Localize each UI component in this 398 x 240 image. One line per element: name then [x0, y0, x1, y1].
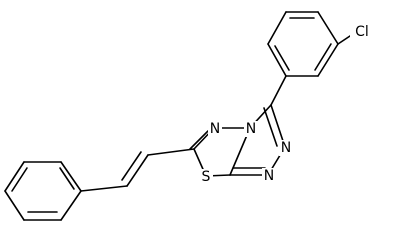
bond-phenyl-3: [4, 190, 25, 221]
molecule-canvas: Cl N N N N S: [4, 11, 374, 221]
bond-phenyl-4: [4, 161, 25, 192]
chlorine-label: Cl: [355, 24, 369, 40]
bond-vinyl-aryl: [80, 185, 128, 192]
bond-thiadiazole-n-mid-c-double: [189, 130, 209, 150]
nitrogen-mid-label-bg: [208, 121, 222, 137]
chlorine-label-bg: [350, 23, 374, 41]
nitrogen-top-label-bg: [244, 121, 258, 137]
nitrogen-right-label-bg: [279, 140, 293, 156]
sulfur-label: S: [202, 169, 211, 185]
bond-chlorophenyl-2: [317, 11, 339, 45]
bond-chlorophenyl-inner-2: [314, 43, 332, 71]
sulfur-label-bg: [199, 169, 213, 185]
nitrogen-mid-label: N: [210, 121, 220, 137]
nitrogen-bottom-label: N: [264, 168, 274, 184]
bond-vinyl-2: [126, 154, 149, 187]
bond-triazole-c-n-right-double: [263, 107, 278, 147]
bond-phenyl-inner-2: [11, 167, 28, 192]
bond-aryl-triazole: [270, 75, 287, 106]
bond-chlorophenyl-6: [267, 11, 287, 45]
nitrogen-right-label: N: [281, 140, 291, 156]
nitrogen-bottom-label-bg: [262, 168, 276, 184]
bond-vinyl-2-double: [121, 151, 142, 181]
bond-phenyl-6: [60, 161, 82, 192]
bond-vinyl-1: [147, 148, 195, 156]
bond-chlorophenyl-inner-3: [274, 45, 290, 71]
bond-phenyl-inner-3: [59, 167, 75, 190]
bond-chlorophenyl-5: [267, 43, 287, 77]
molecule-structure: Cl N N N N S: [4, 11, 374, 221]
bond-chlorophenyl-3: [317, 43, 339, 77]
bond-phenyl-1: [60, 190, 82, 221]
nitrogen-top-label: N: [246, 121, 256, 137]
